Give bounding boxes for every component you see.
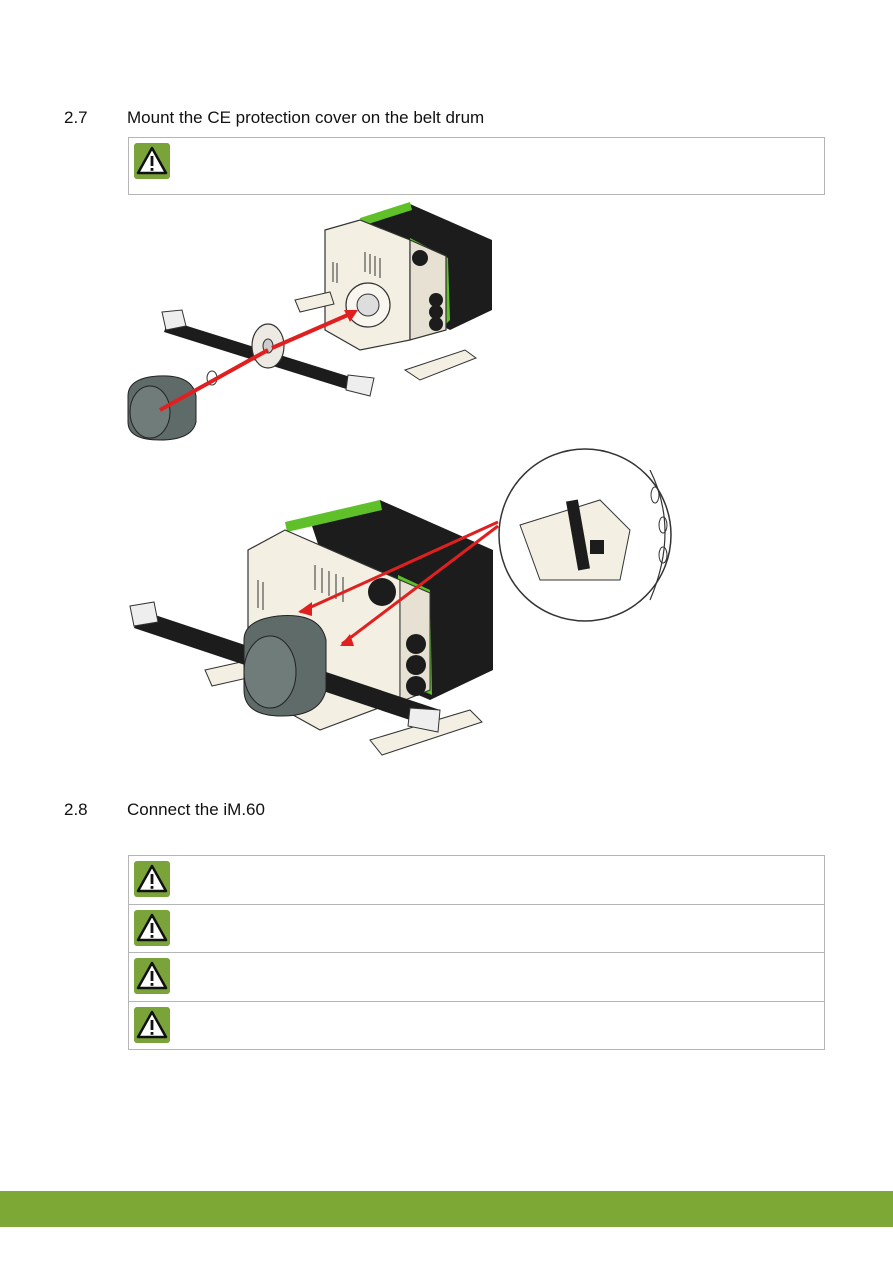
detail-arrow	[299, 520, 499, 614]
warning-row	[129, 905, 824, 953]
warning-row	[129, 856, 824, 905]
footer-accent-bar	[0, 1191, 893, 1227]
detail-arrow	[341, 524, 499, 646]
warning-box-group	[128, 855, 825, 1050]
section-number: 2.8	[64, 800, 88, 819]
exploded-assembly-illustration	[127, 202, 492, 441]
assembled-view-illustration	[129, 448, 672, 756]
warning-triangle-icon	[134, 1007, 170, 1043]
warning-row	[129, 953, 824, 1002]
warning-triangle-icon	[134, 910, 170, 946]
warning-row	[129, 138, 824, 194]
section-number: 2.7	[64, 108, 88, 127]
warning-triangle-icon	[134, 143, 170, 179]
warning-triangle-icon	[134, 861, 170, 897]
warning-triangle-icon	[134, 958, 170, 994]
warning-box	[128, 137, 825, 195]
section-heading-2-8: 2.8 Connect the iM.60	[64, 800, 265, 820]
warning-row	[129, 1002, 824, 1049]
assembly-arrow	[159, 348, 269, 412]
section-heading-2-7: 2.7 Mount the CE protection cover on the…	[64, 108, 484, 128]
section-title: Connect the iM.60	[127, 800, 265, 819]
assembly-arrow	[271, 312, 351, 350]
section-title: Mount the CE protection cover on the bel…	[127, 108, 485, 127]
